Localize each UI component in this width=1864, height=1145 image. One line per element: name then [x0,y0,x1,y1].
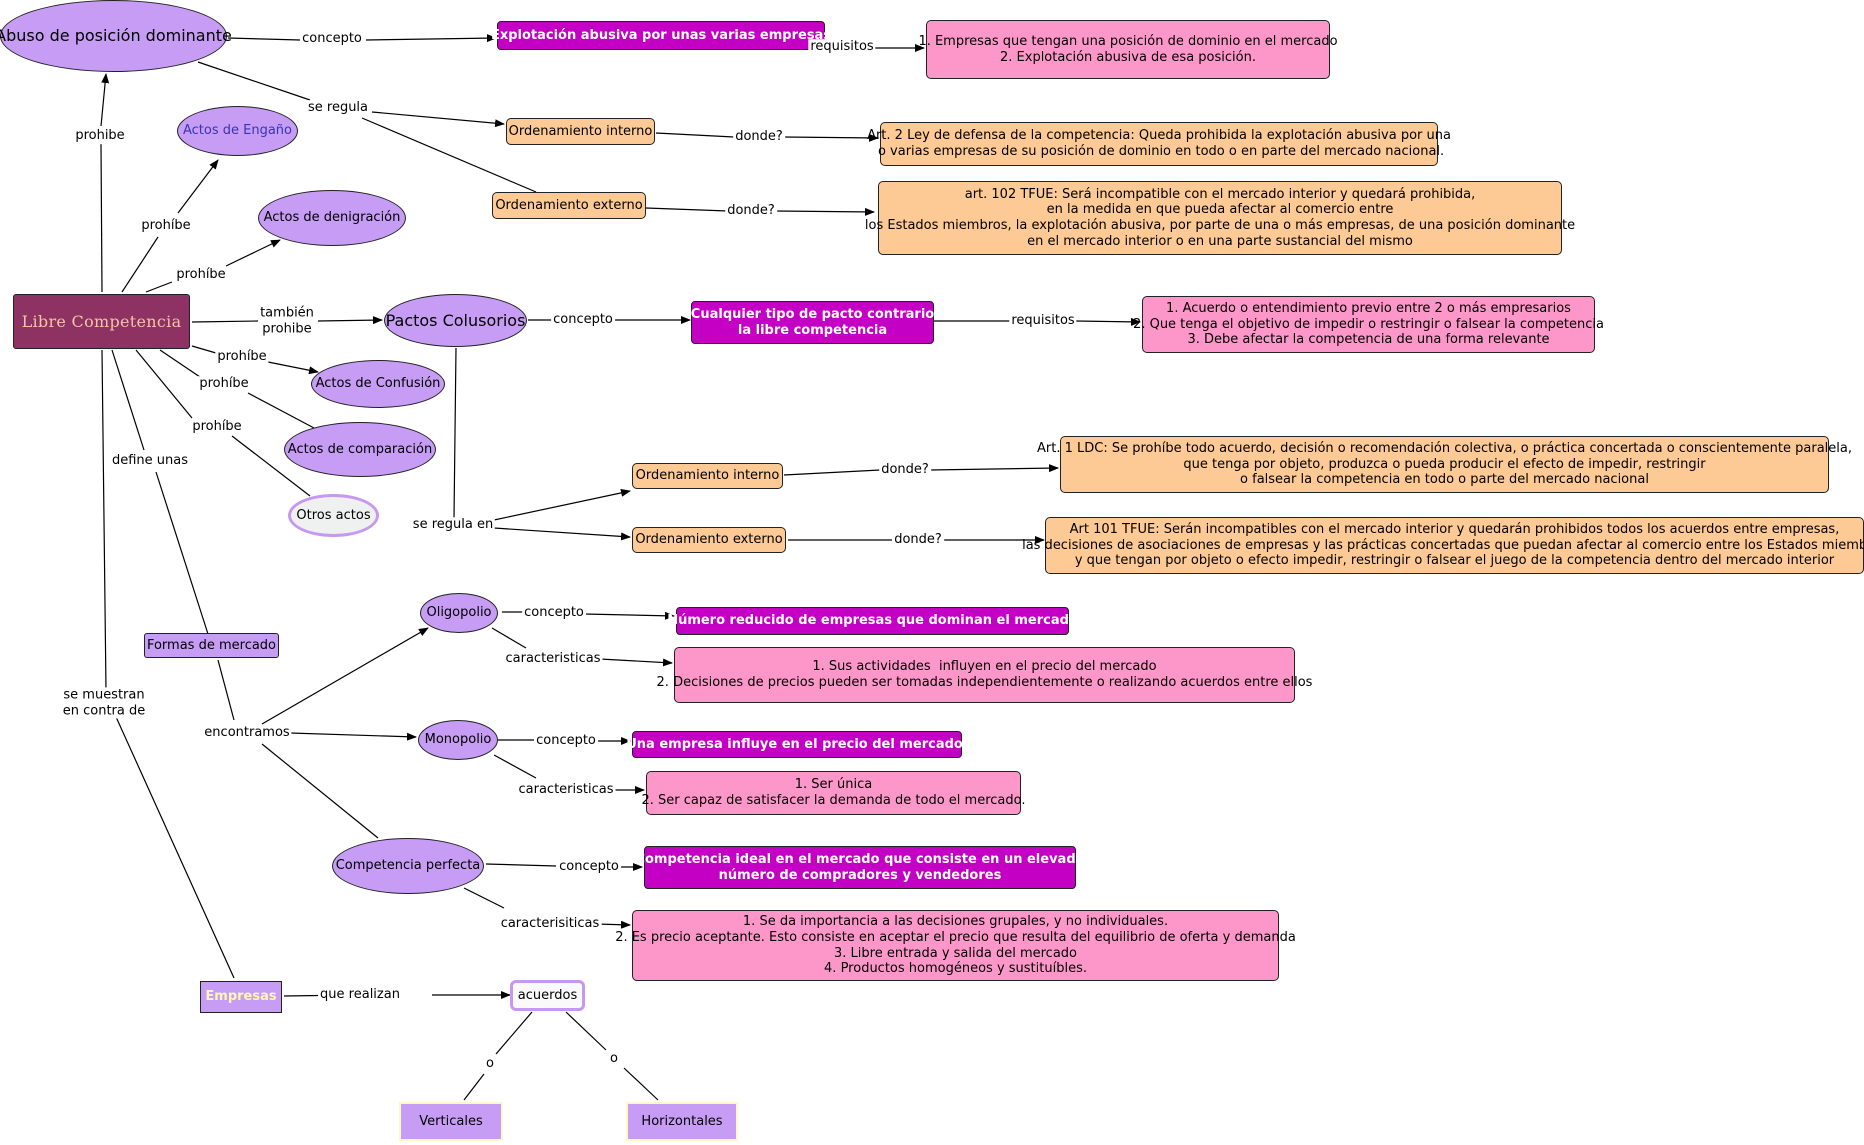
edge-label-concepto: concepto [300,31,364,47]
edge-label-donde: donde? [733,129,785,145]
node-pacto-contrario-libre-competencia[interactable]: Cualquier tipo de pacto contrario la lib… [691,301,934,344]
edge-label-se-regula-en: se regula en [410,517,496,533]
edge-label-concepto: concepto [557,859,621,875]
node-verticales[interactable]: Verticales [399,1102,503,1141]
node-ordenamiento-externo-2[interactable]: Ordenamiento externo [632,527,786,553]
edge-label-prohibe: prohibe [73,128,127,144]
edge-label-prohibe: prohíbe [197,376,251,392]
edge-label-concepto: concepto [522,605,586,621]
edge-label-prohibe: prohíbe [190,419,244,435]
node-horizontales[interactable]: Horizontales [626,1102,738,1141]
node-art1-ldc[interactable]: Art. 1 LDC: Se prohíbe todo acuerdo, dec… [1037,436,1852,493]
node-explotacion-abusiva[interactable]: Explotación abusiva por unas varias empr… [491,21,831,50]
edge-label-se-regula: se regula [305,100,371,116]
edge-label-encontramos: encontramos [202,725,292,741]
edge-label-se-muestran-en-contra-de: se muestran en contra de [60,687,148,719]
node-oligopolio[interactable]: Oligopolio [420,593,498,633]
node-ordenamiento-interno-2[interactable]: Ordenamiento interno [632,463,783,489]
edge-label-prohibe: prohíbe [139,218,193,234]
node-requisitos-abuso[interactable]: 1. Empresas que tengan una posición de d… [918,20,1338,79]
node-actos-de-comparacion[interactable]: Actos de comparación [284,422,436,477]
edge-label-concepto: concepto [534,733,598,749]
edge-label-define-unas: define unas [109,453,191,469]
edge-label-que-realizan: que realizan [318,987,402,1003]
node-ordenamiento-interno-1[interactable]: Ordenamiento interno [506,118,655,145]
node-abuso-posicion-dominante[interactable]: Abuso de posición dominante [0,0,232,72]
node-otros-actos[interactable]: Otros actos [288,494,379,537]
edge-label-requisitos: requisitos [1009,313,1077,329]
node-caracteristicas-oligopolio[interactable]: 1. Sus actividades influyen en el precio… [657,647,1312,703]
node-art101-tfue[interactable]: Art 101 TFUE: Serán incompatibles con el… [1022,517,1864,574]
node-acuerdos[interactable]: acuerdos [510,980,585,1011]
node-pactos-colusorios[interactable]: Pactos Colusorios [384,294,527,347]
node-ordenamiento-externo-1[interactable]: Ordenamiento externo [492,192,646,219]
node-monopolio[interactable]: Monopolio [418,720,498,760]
node-actos-de-engano[interactable]: Actos de Engaño [177,106,298,156]
node-numero-reducido-empresas[interactable]: Número reducido de empresas que dominan … [667,607,1078,635]
node-art2-ley-defensa-competencia[interactable]: Art. 2 Ley de defensa de la competencia:… [867,122,1451,166]
edge-label-o: o [484,1056,496,1072]
node-libre-competencia[interactable]: Libre Competencia [13,294,190,349]
node-caracteristicas-monopolio[interactable]: 1. Ser única 2. Ser capaz de satisfacer … [642,771,1025,815]
edge-label-donde: donde? [892,532,944,548]
node-requisitos-pactos[interactable]: 1. Acuerdo o entendimiento previo entre … [1133,296,1604,353]
node-formas-de-mercado[interactable]: Formas de mercado [144,633,279,658]
edge-label-donde: donde? [879,462,931,478]
node-competencia-perfecta[interactable]: Competencia perfecta [332,838,484,894]
edge-label-caracteristicas: caracterisiticas [498,916,602,932]
node-una-empresa-influye[interactable]: Una empresa influye en el precio del mer… [626,731,968,758]
edge-label-tambien-prohibe: también prohibe [258,305,316,337]
node-caracteristicas-competencia-perfecta[interactable]: 1. Se da importancia a las decisiones gr… [615,910,1296,981]
edge-label-donde: donde? [725,203,777,219]
edge-label-caracteristicas: caracteristicas [503,651,603,667]
node-actos-de-confusion[interactable]: Actos de Confusión [311,360,445,408]
node-empresas[interactable]: Empresas [200,981,282,1013]
edge-label-prohibe: prohíbe [174,267,228,283]
edge-label-requisitos: requisitos [808,39,876,55]
node-art102-tfue[interactable]: art. 102 TFUE: Será incompatible con el … [865,181,1575,255]
edge-label-prohibe: prohíbe [215,349,269,365]
node-competencia-ideal[interactable]: Competencia ideal en el mercado que cons… [635,846,1085,889]
edge-label-concepto: concepto [551,312,615,328]
edge-label-o: o [608,1051,620,1067]
node-actos-de-denigracion[interactable]: Actos de denigración [258,190,406,246]
edge-label-caracteristicas: caracteristicas [516,782,616,798]
